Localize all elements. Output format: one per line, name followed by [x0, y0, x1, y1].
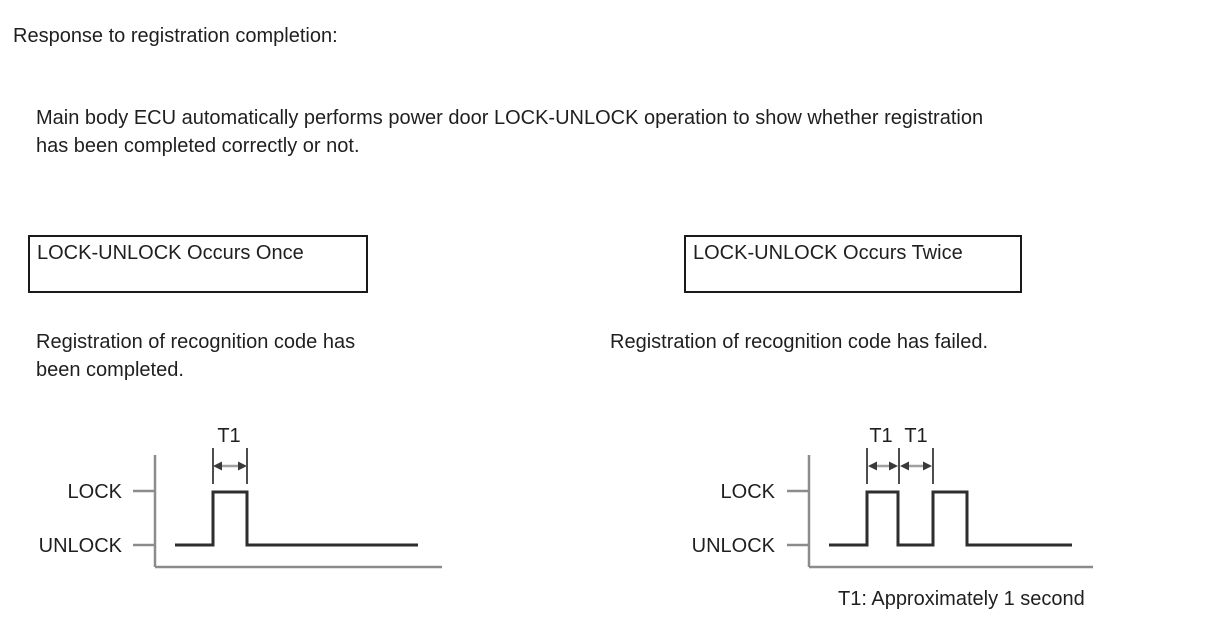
lock-axis-label: LOCK [68, 481, 123, 503]
lock-axis-label: LOCK [721, 481, 776, 503]
t1-dimension-arrow-icon-2 [900, 461, 932, 471]
success-description-line-2: been completed. [36, 359, 184, 381]
unlock-axis-label: UNLOCK [39, 535, 123, 557]
failure-description-line-1: Registration of recognition code has fai… [610, 331, 989, 353]
t1-interval-label-2: T1 [904, 425, 927, 447]
waveform-trace [175, 490, 418, 547]
unlock-axis-label: UNLOCK [692, 535, 776, 557]
intro-line-2: has been completed correctly or not. [36, 135, 360, 157]
arrow-head-right [889, 461, 898, 471]
arrow-head-left [868, 461, 877, 471]
success-timing-diagram: T1 LOCK UNLOCK [39, 425, 442, 569]
intro-paragraph: Main body ECU automatically performs pow… [36, 104, 983, 160]
failure-timing-diagram: T1 T1 LOCK UNLOCK [692, 425, 1093, 569]
failure-case-description: Registration of recognition code has fai… [610, 328, 988, 356]
arrow-head-left [900, 461, 909, 471]
t1-interval-label-1: T1 [869, 425, 892, 447]
success-case-box: LOCK-UNLOCK Occurs Once [28, 235, 368, 293]
success-case-box-label: LOCK-UNLOCK Occurs Once [37, 242, 304, 264]
arrow-head-right [238, 461, 247, 471]
intro-line-1: Main body ECU automatically performs pow… [36, 107, 984, 129]
success-description-line-1: Registration of recognition code has [36, 331, 356, 353]
t1-interval-label: T1 [217, 425, 240, 447]
failure-case-box-label: LOCK-UNLOCK Occurs Twice [693, 242, 963, 264]
waveform-trace [829, 490, 1072, 547]
t1-dimension-arrow-icon-1 [868, 461, 898, 471]
arrow-head-left [213, 461, 222, 471]
t1-dimension-arrow-icon [213, 461, 247, 471]
page-title: Response to registration completion: [13, 25, 338, 47]
failure-case-box: LOCK-UNLOCK Occurs Twice [684, 235, 1022, 293]
success-case-description: Registration of recognition code has bee… [36, 328, 355, 384]
t1-footnote: T1: Approximately 1 second [838, 588, 1085, 610]
arrow-head-right [923, 461, 932, 471]
